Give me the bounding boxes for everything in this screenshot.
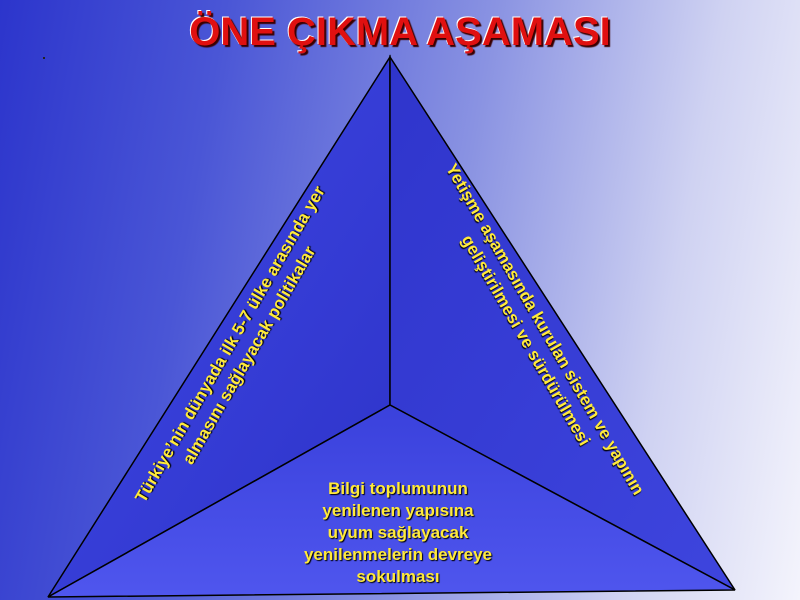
decorative-dot [43,57,45,59]
bottom-face-text: Bilgi toplumunun yenilenen yapısına uyum… [268,478,528,588]
bottom-face-line-5: sokulması [356,567,440,586]
pyramid-bottom-face [47,404,736,598]
bottom-face-line-4: yenilenmelerin devreye [303,545,493,564]
bottom-face-line-1: Bilgi toplumunun [328,479,468,498]
bottom-face-line-2: yenilenen yapısına [322,501,474,520]
slide-title: ÖNE ÇIKMA AŞAMASI [189,10,611,54]
bottom-face-line-3: uyum sağlayacak [327,523,469,542]
